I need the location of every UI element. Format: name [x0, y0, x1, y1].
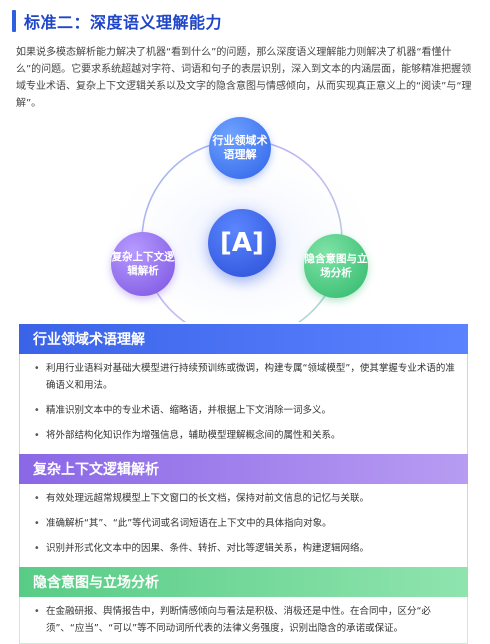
list-item: 有效处理远超常规模型上下文窗口的长文档，保持对前文信息的记忆与关联。 [32, 490, 455, 507]
list-item: 精准识别文本中的专业术语、缩略语，并根据上下文消除一词多义。 [32, 402, 455, 419]
list-item: 利用行业语料对基础大模型进行持续预训练或微调，构建专属“领域模型”，使其掌握专业… [32, 360, 455, 394]
list-item: 准确解析“其”、“此”等代词或名词短语在上下文中的具体指向对象。 [32, 515, 455, 532]
title-accent-bar [12, 10, 16, 32]
ai-text-icon: [A] [220, 228, 264, 258]
intro-paragraph: 如果说多模态解析能力解决了机器“看到什么”的问题，那么深度语义理解能力则解决了机… [16, 47, 472, 109]
section-title: 行业领域术语理解 [19, 324, 468, 354]
section-intent-stance: 隐含意图与立场分析 在金融研报、舆情报告中，判断情感倾向与看法是积极、消极还是中… [19, 567, 468, 644]
section-title: 隐含意图与立场分析 [19, 567, 468, 597]
list-item: 识别并形式化文本中的因果、条件、转折、对比等逻辑关系，构建逻辑网络。 [32, 540, 455, 557]
node-intent-stance: 隐含意图与立场分析 [304, 234, 368, 298]
node-domain-terminology: 行业领域术语理解 [209, 117, 271, 179]
list-item: 将外部结构化知识作为增强信息，辅助模型理解概念间的属性和关系。 [32, 427, 455, 444]
capability-diagram: 行业领域术语理解 复杂上下文逻辑解析 隐含意图与立场分析 [A] [0, 112, 490, 322]
page-header: 标准二：深度语义理解能力 [12, 8, 478, 34]
section-body: 在金融研报、舆情报告中，判断情感倾向与看法是积极、消极还是中性。在合同中，区分“… [19, 597, 468, 644]
page-title: 标准二：深度语义理解能力 [24, 13, 223, 32]
section-title: 复杂上下文逻辑解析 [19, 454, 468, 484]
list-item: 在金融研报、舆情报告中，判断情感倾向与看法是积极、消极还是中性。在合同中，区分“… [32, 603, 455, 637]
center-icon: [A] [208, 209, 276, 277]
node-context-logic: 复杂上下文逻辑解析 [111, 232, 175, 296]
